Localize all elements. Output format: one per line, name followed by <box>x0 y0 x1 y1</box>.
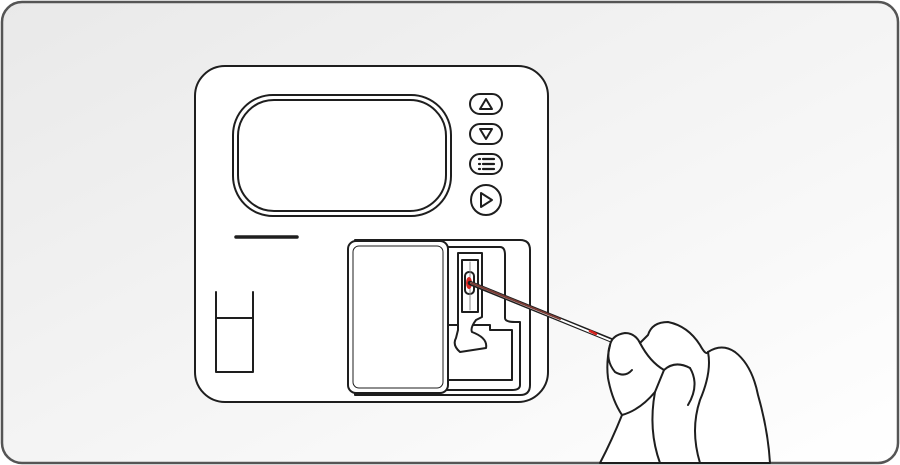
play-icon <box>480 192 493 208</box>
down-button <box>469 123 503 145</box>
triangle-up-icon <box>479 98 493 110</box>
drawer-cover <box>347 240 449 394</box>
menu-list-icon <box>477 157 496 171</box>
triangle-down-icon <box>479 128 493 140</box>
side-slot <box>215 291 254 373</box>
hand <box>599 321 771 464</box>
device-screen-inner <box>237 99 447 212</box>
menu-button <box>469 153 503 175</box>
up-button <box>469 93 503 115</box>
play-button <box>470 184 502 216</box>
